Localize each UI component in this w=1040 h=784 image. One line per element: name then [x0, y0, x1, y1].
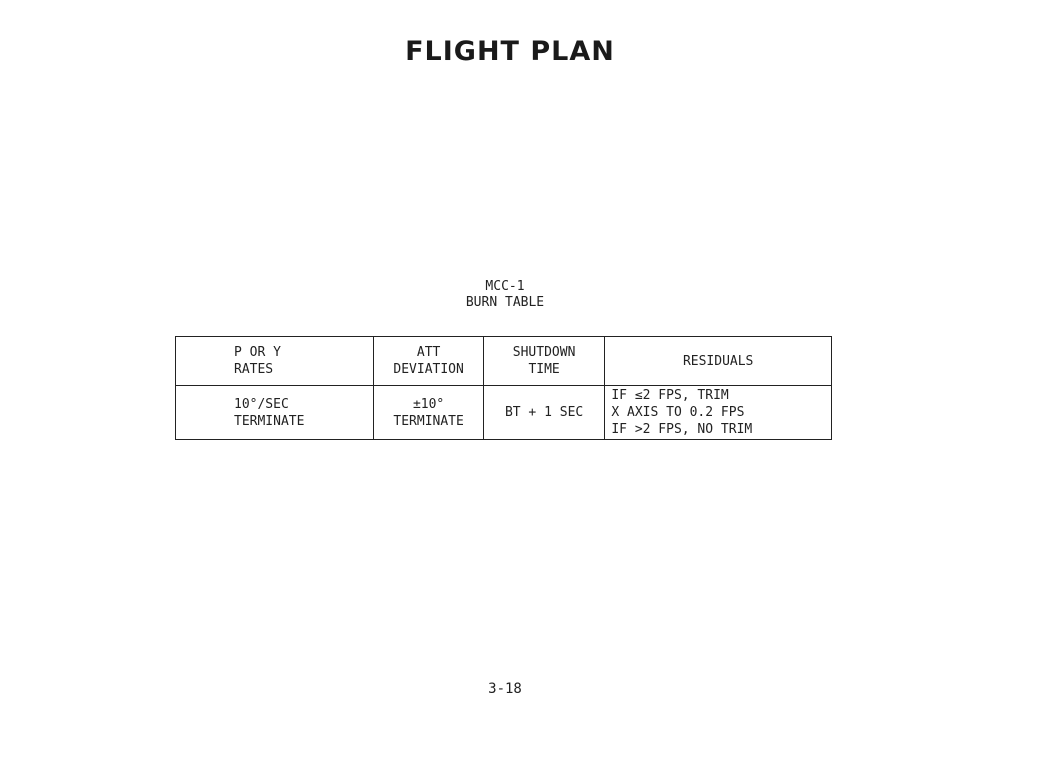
header-residuals: RESIDUALS [604, 336, 832, 386]
table-caption-line2: BURN TABLE [465, 295, 545, 310]
table-caption-line1: MCC-1 [485, 279, 525, 294]
cell-att-deviation: ±10°TERMINATE [373, 385, 484, 440]
page-number: 3-18 [488, 681, 522, 697]
cell-shutdown-time: BT + 1 SEC [482, 385, 606, 440]
page-title: FLIGHT PLAN [405, 36, 615, 67]
